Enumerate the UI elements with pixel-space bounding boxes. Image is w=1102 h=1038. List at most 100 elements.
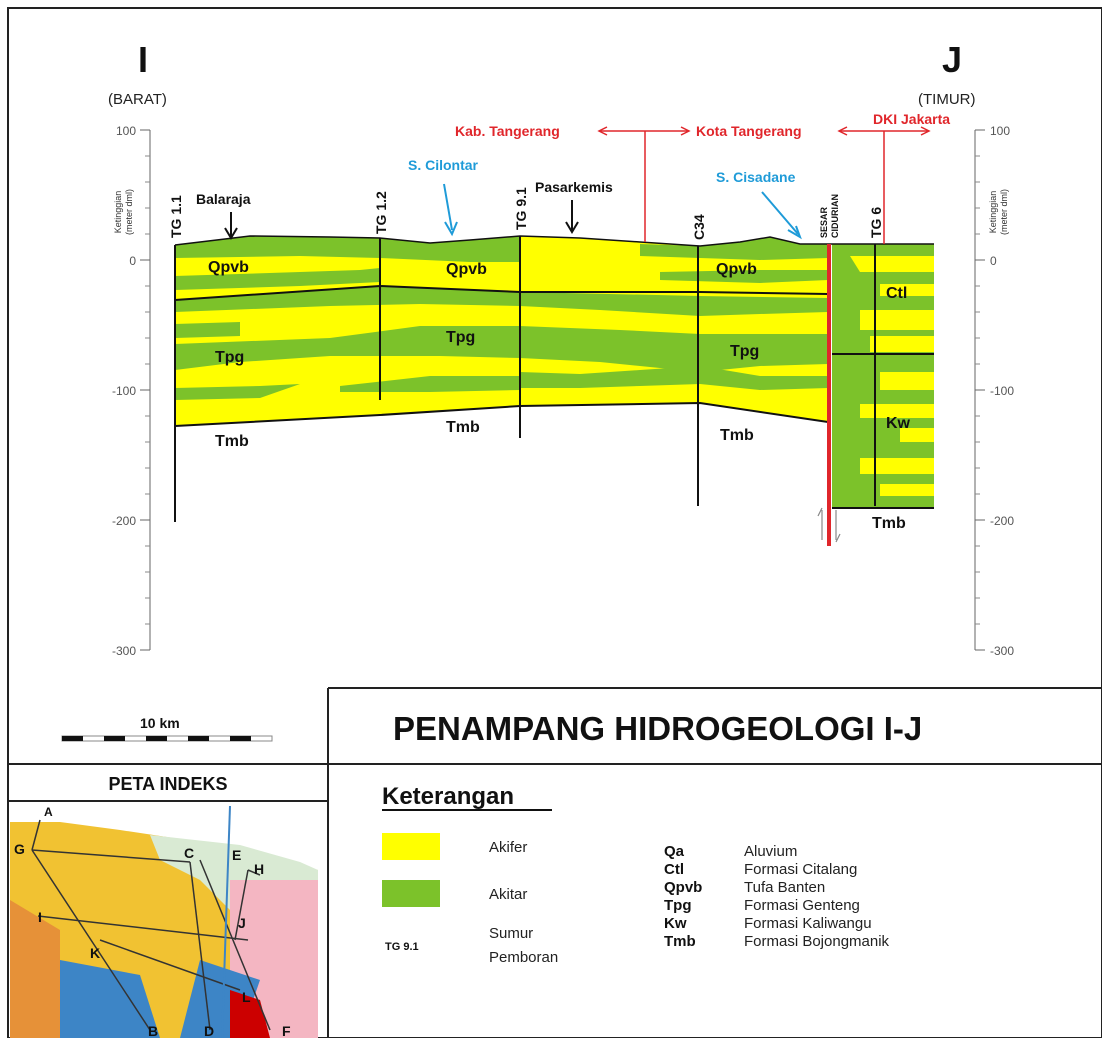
index-map <box>10 802 318 1038</box>
unit-tpg-1: Tpg <box>215 349 244 366</box>
axis-unit-right: (meter dml) <box>999 189 1009 235</box>
index-letter-a: A <box>44 805 53 819</box>
unit-kw: Kw <box>886 415 911 432</box>
tick-left-0: 0 <box>129 254 136 268</box>
aquitard-band <box>520 366 828 390</box>
admin-kab-tangerang: Kab. Tangerang <box>455 123 560 139</box>
aquitard-band <box>175 236 520 262</box>
scale-bar <box>61 735 273 742</box>
fault-arrow-down <box>835 510 841 543</box>
legend-name-ctl: Formasi Citalang <box>744 861 857 878</box>
index-letter-b: B <box>148 1023 158 1038</box>
tick-left-minus100: -100 <box>112 384 136 398</box>
legend-well-code: TG 9.1 <box>385 941 419 953</box>
scale-bar-label: 10 km <box>140 715 180 731</box>
arrow-pasarkemis <box>565 200 579 234</box>
arrow-cilontar <box>443 183 458 237</box>
aquifer-band <box>860 458 934 474</box>
legend-code-kw: Kw <box>664 915 687 932</box>
arrow-balaraja <box>224 212 238 240</box>
index-letter-l: L <box>242 989 251 1005</box>
admin-dki-jakarta: DKI Jakarta <box>873 111 950 127</box>
tick-right-minus100: -100 <box>990 384 1014 398</box>
aquifer-band <box>900 428 934 442</box>
unit-qpvb-3: Qpvb <box>716 261 757 278</box>
legend-well-label-1: Sumur <box>489 925 533 942</box>
legend-name-tpg: Formasi Genteng <box>744 897 860 914</box>
river-cisadane: S. Cisadane <box>716 169 796 185</box>
legend-label-akitar: Akitar <box>489 886 527 903</box>
legend-code-tmb: Tmb <box>664 933 696 950</box>
well-label-tg6: TG 6 <box>868 207 884 238</box>
tick-right-0: 0 <box>990 254 997 268</box>
aquitard-band <box>175 286 828 316</box>
axis-title-right: Ketinggian <box>988 191 998 234</box>
index-letter-i: I <box>38 909 42 925</box>
aquitard-band <box>175 268 380 290</box>
unit-tpg-3: Tpg <box>730 343 759 360</box>
ground-surface <box>174 235 934 247</box>
aquitard-band <box>175 322 240 338</box>
index-letter-e: E <box>232 847 241 863</box>
aquifer-band <box>870 336 934 352</box>
fault-label-cidurian: CIDURIAN <box>830 194 840 238</box>
unit-tmb-4: Tmb <box>872 515 906 532</box>
right-axis <box>974 129 985 651</box>
legend-well-label-2: Pemboran <box>489 949 558 966</box>
index-letter-h: H <box>254 861 264 877</box>
aquifer-band <box>850 256 934 272</box>
aquitard-band <box>640 237 828 260</box>
legend-label-akifer: Akifer <box>489 839 527 856</box>
aquifer-band <box>860 404 934 418</box>
tick-right-minus200: -200 <box>990 514 1014 528</box>
aquifer-band <box>880 484 934 496</box>
admin-boundary-lines <box>597 126 931 244</box>
unit-qpvb-2: Qpvb <box>446 261 487 278</box>
tick-left-100: 100 <box>116 124 136 138</box>
place-balaraja: Balaraja <box>196 191 251 207</box>
legend-code-qa: Qa <box>664 843 685 860</box>
index-letter-c: C <box>184 845 194 861</box>
unit-tmb-3: Tmb <box>720 427 754 444</box>
index-letter-g: G <box>14 841 25 857</box>
unit-qpvb-1: Qpvb <box>208 259 249 276</box>
legend-name-qa: Aluvium <box>744 843 797 860</box>
aquitard-band <box>340 376 520 392</box>
tick-right-minus300: -300 <box>990 644 1014 658</box>
legend-heading: Keterangan <box>382 783 514 810</box>
unit-ctl: Ctl <box>886 285 907 302</box>
index-map-title: PETA INDEKS <box>108 774 227 794</box>
tick-left-minus200: -200 <box>112 514 136 528</box>
place-pasarkemis: Pasarkemis <box>535 179 613 195</box>
section-letter-j: J <box>942 39 962 80</box>
figure-title: PENAMPANG HIDROGEOLOGI I-J <box>393 710 922 747</box>
tick-right-100: 100 <box>990 124 1010 138</box>
legend-name-qpvb: Tufa Banten <box>744 879 825 896</box>
unit-tmb-2: Tmb <box>446 419 480 436</box>
unit-tpg-2: Tpg <box>446 329 475 346</box>
aquifer-band <box>880 284 934 296</box>
legend-code-tpg: Tpg <box>664 897 692 914</box>
fault-label-sesar: SESAR <box>819 206 829 238</box>
axis-unit-left: (meter dml) <box>124 189 134 235</box>
axis-title-left: Ketinggian <box>113 191 123 234</box>
river-cilontar: S. Cilontar <box>408 157 479 173</box>
direction-east: (TIMUR) <box>918 91 975 108</box>
left-axis <box>140 129 151 651</box>
legend-swatch-akifer <box>382 833 440 860</box>
legend-code-ctl: Ctl <box>664 861 684 878</box>
aquifer-band <box>880 372 934 390</box>
unit-tmb-1: Tmb <box>215 433 249 450</box>
arrow-cisadane <box>761 191 802 240</box>
aquitard-band <box>175 384 300 400</box>
index-letter-k: K <box>90 945 100 961</box>
index-letter-f: F <box>282 1023 291 1038</box>
legend-swatch-akitar <box>382 880 440 907</box>
legend-name-tmb: Formasi Bojongmanik <box>744 933 890 950</box>
tick-left-minus300: -300 <box>112 644 136 658</box>
aquifer-band <box>860 310 934 330</box>
section-letter-i: I <box>138 39 148 80</box>
well-label-tg12: TG 1.2 <box>373 191 389 234</box>
legend-code-qpvb: Qpvb <box>664 879 702 896</box>
